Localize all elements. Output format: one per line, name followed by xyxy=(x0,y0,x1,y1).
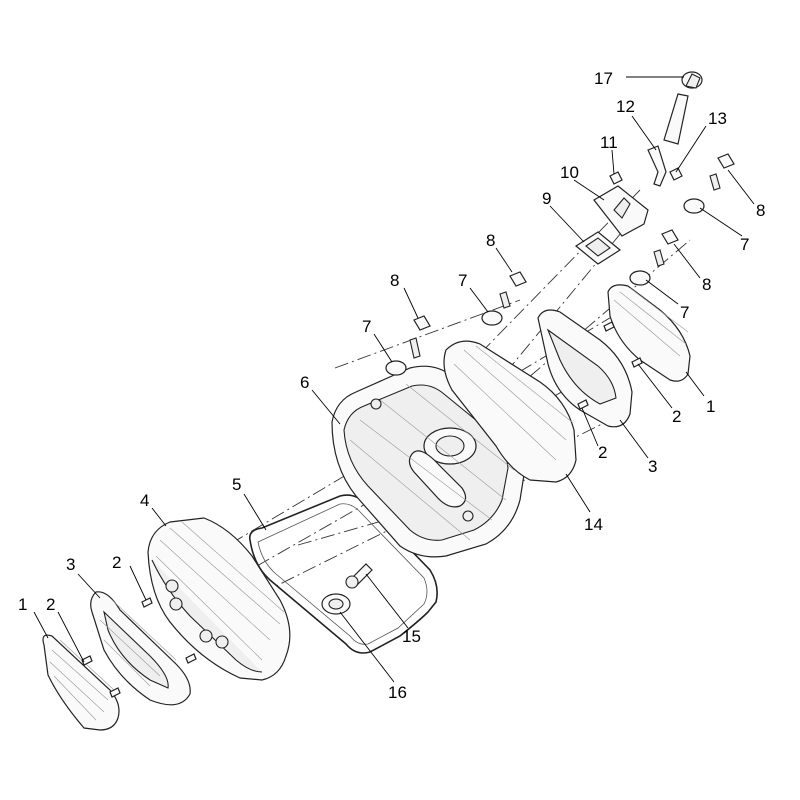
label-2d: 2 xyxy=(112,553,121,572)
label-7d: 7 xyxy=(680,303,689,322)
label-5: 5 xyxy=(232,475,241,494)
label-2: 2 xyxy=(46,595,55,614)
label-7: 7 xyxy=(362,317,371,336)
bolt-washer-group-2 xyxy=(481,271,527,326)
part-17-ignition-coil xyxy=(663,71,703,145)
label-3b: 3 xyxy=(648,457,657,476)
leader-lines xyxy=(33,76,755,683)
label-11: 11 xyxy=(600,133,618,152)
bolt-washer-group-3 xyxy=(629,229,679,286)
part-9-gasket-plate xyxy=(574,231,622,265)
label-12: 12 xyxy=(616,97,635,116)
label-2b: 2 xyxy=(672,407,681,426)
label-13: 13 xyxy=(708,109,727,128)
part-3-bracket-left xyxy=(90,591,191,706)
label-1b: 1 xyxy=(706,397,715,416)
part-13-nut xyxy=(669,167,683,181)
bolt-washer-group-4 xyxy=(683,153,735,214)
part-5-gasket xyxy=(248,494,438,654)
label-2c: 2 xyxy=(598,443,607,462)
label-15: 15 xyxy=(402,627,421,646)
label-4: 4 xyxy=(140,491,149,510)
part-3-bracket-right xyxy=(537,309,633,428)
label-8d: 8 xyxy=(702,275,711,294)
part-1-cover-plate-left xyxy=(42,634,120,731)
label-14: 14 xyxy=(584,515,603,534)
label-17: 17 xyxy=(594,69,613,88)
label-6: 6 xyxy=(300,373,309,392)
part-12-pipe xyxy=(647,145,667,187)
part-15-valve xyxy=(345,563,373,589)
part-16-breather-ring xyxy=(321,593,351,615)
callout-labels: 1 2 3 4 5 6 7 8 9 10 11 12 13 14 15 16 1… xyxy=(18,69,765,702)
label-8: 8 xyxy=(390,271,399,290)
label-9: 9 xyxy=(542,189,551,208)
part-10-cover-plate xyxy=(593,185,649,237)
label-1: 1 xyxy=(18,595,27,614)
part-11-screw xyxy=(609,171,623,185)
label-7c: 7 xyxy=(740,235,749,254)
label-8c: 8 xyxy=(756,201,765,220)
part-14-cam-cover xyxy=(443,340,577,483)
label-3: 3 xyxy=(66,555,75,574)
label-16: 16 xyxy=(388,683,407,702)
label-10: 10 xyxy=(560,163,579,182)
part-2-screws-right xyxy=(577,321,643,410)
part-2-screws-left xyxy=(81,597,197,698)
bolt-washer-group-1 xyxy=(385,315,431,376)
part-4-cover-shell xyxy=(147,517,291,681)
label-7b: 7 xyxy=(458,271,467,290)
label-8b: 8 xyxy=(486,231,495,250)
